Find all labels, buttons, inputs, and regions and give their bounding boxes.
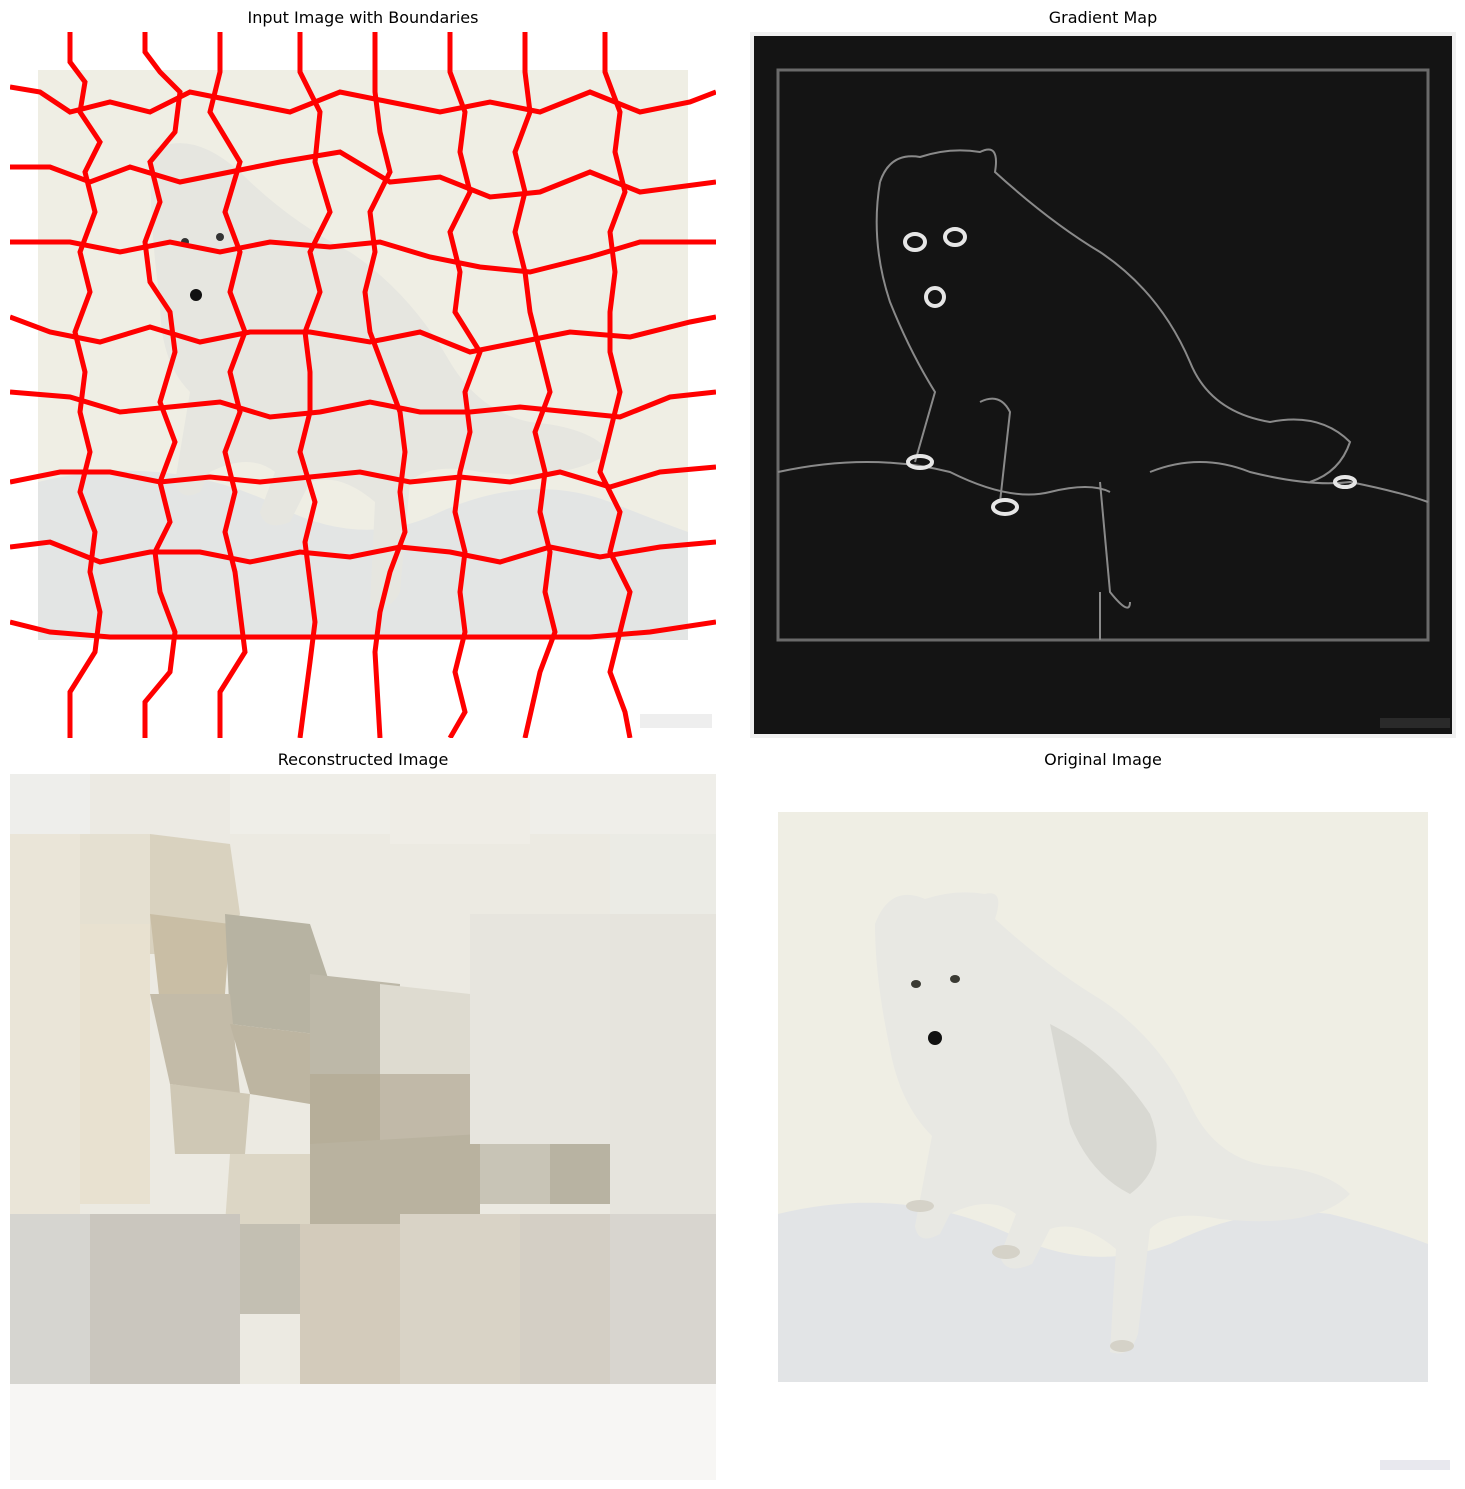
panel-reconstructed: Reconstructed Image: [10, 750, 716, 1480]
reconstructed-image: [10, 774, 716, 1480]
input-image-with-boundaries: [10, 32, 716, 738]
panel-original: Original Image: [750, 750, 1456, 1480]
superpixel-boundaries: [10, 32, 716, 738]
panel-title: Input Image with Boundaries: [247, 8, 479, 27]
panel-title: Gradient Map: [1048, 8, 1158, 27]
original-image: [750, 774, 1456, 1480]
panel-title: Original Image: [1044, 750, 1162, 769]
gradient-map-image: [750, 32, 1456, 738]
panel-gradient-map: Gradient Map: [750, 8, 1456, 738]
panel-title: Reconstructed Image: [277, 750, 449, 769]
panel-input-boundaries: Input Image with Boundaries: [10, 8, 716, 738]
